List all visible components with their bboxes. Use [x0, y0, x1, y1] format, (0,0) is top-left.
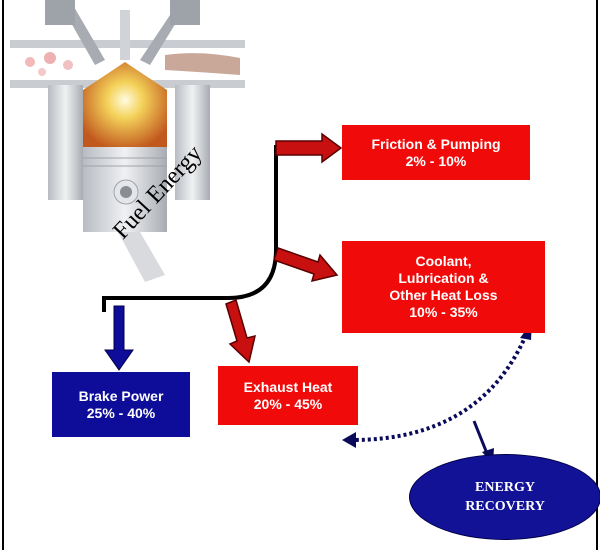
dotted-arrowhead-left: [342, 432, 356, 448]
brake-power-box: Brake Power 25% - 40%: [52, 372, 190, 437]
brake-range: 25% - 40%: [86, 404, 156, 421]
coolant-label-line2: Lubrication &: [398, 270, 489, 286]
engine-piston-illustration: [10, 0, 245, 282]
exhaust-label: Exhaust Heat: [243, 378, 333, 395]
coolant-range: 10% - 35%: [409, 304, 478, 320]
recovery-line2: RECOVERY: [465, 499, 545, 514]
coolant-heat-loss-box: Coolant, Lubrication & Other Heat Loss 1…: [342, 241, 545, 333]
friction-pumping-box: Friction & Pumping 2% - 10%: [342, 125, 530, 180]
recovery-dotted-arrow: [351, 334, 528, 442]
recovery-line1: ENERGY: [475, 480, 535, 495]
energy-recovery-ellipse: ENERGY RECOVERY: [409, 454, 600, 540]
coolant-label-line1: Coolant,: [415, 253, 472, 269]
exhaust-heat-box: Exhaust Heat 20% - 45%: [218, 366, 358, 425]
arrow-to-exhaust: [225, 298, 257, 364]
arrow-to-energy-recovery: [472, 420, 490, 457]
brake-label: Brake Power: [78, 387, 164, 404]
friction-range: 2% - 10%: [405, 152, 467, 169]
exhaust-range: 20% - 45%: [253, 395, 323, 412]
arrow-to-friction: [275, 132, 343, 164]
coolant-label-line3: Other Heat Loss: [389, 287, 498, 303]
arrow-to-coolant: [273, 247, 339, 283]
arrow-to-brake-power: [104, 305, 134, 371]
friction-label: Friction & Pumping: [371, 135, 501, 152]
